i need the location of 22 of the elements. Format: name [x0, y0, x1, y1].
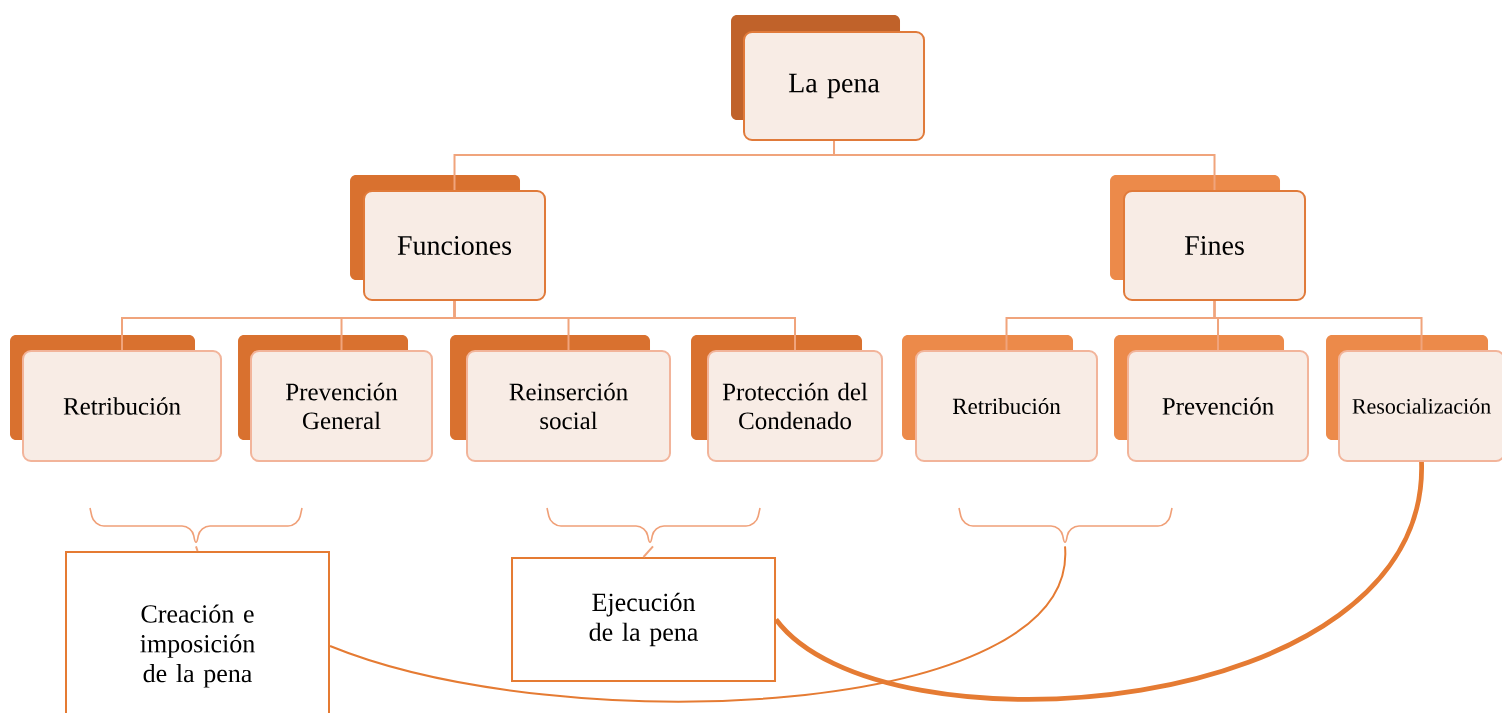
curved-line: [329, 545, 1066, 703]
text-box: Creación e imposición de la pena: [65, 551, 330, 713]
connector-line: [642, 545, 654, 558]
process-box: Funciones: [350, 175, 546, 301]
connector-line: [1213, 300, 1423, 351]
process-box: Resocialización: [1326, 335, 1502, 462]
brace: [958, 507, 1173, 544]
process-box: Protección del Condenado: [691, 335, 883, 462]
process-box: Retribución: [10, 335, 222, 462]
connector-line: [195, 545, 199, 552]
text-box: Ejecución de la pena: [511, 557, 776, 682]
connector-line: [833, 140, 1216, 191]
connector-line: [453, 300, 796, 351]
curved-line: [774, 461, 1424, 701]
process-box: Reinserción social: [450, 335, 671, 462]
process-box: La pena: [731, 15, 925, 141]
process-box: Retribución: [902, 335, 1098, 462]
brace: [89, 507, 303, 544]
process-box: Prevención: [1114, 335, 1309, 462]
brace: [546, 507, 761, 544]
process-box: Fines: [1110, 175, 1306, 301]
process-box: Prevención General: [238, 335, 433, 462]
